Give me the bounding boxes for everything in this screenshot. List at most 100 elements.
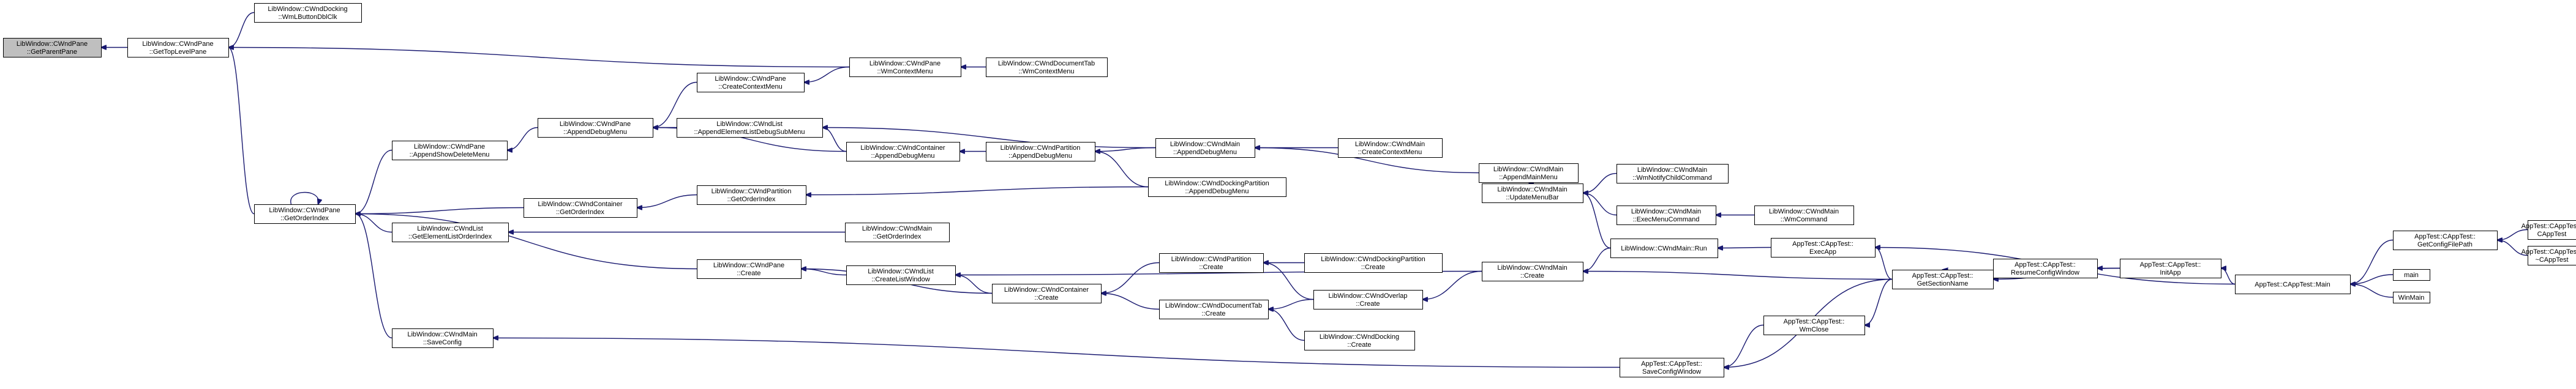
graph-node[interactable]: LibWindow::CWndPane::WmContextMenu: [849, 57, 961, 77]
graph-node-label: ::AppendDebugMenu: [871, 152, 935, 160]
graph-node[interactable]: AppTest::CAppTest::GetSectionName: [1892, 270, 1994, 289]
graph-node[interactable]: LibWindow::CWndDocumentTab::Create: [1159, 300, 1269, 319]
graph-node[interactable]: AppTest::CAppTest::GetConfigFilePath: [2393, 231, 2498, 250]
graph-node[interactable]: LibWindow::CWndMain::AppendDebugMenu: [1155, 138, 1255, 158]
graph-node[interactable]: LibWindow::CWndMain::UpdateMenuBar: [1482, 183, 1583, 203]
graph-node[interactable]: AppTest::CAppTest::~CAppTest: [2522, 246, 2576, 265]
graph-node-label: AppTest::CAppTest::: [2522, 248, 2576, 256]
graph-edge: [228, 12, 255, 48]
node-layer: LibWindow::CWndPane::GetParentPaneLibWin…: [3, 3, 2576, 377]
graph-node[interactable]: LibWindow::CWndPane::GetParentPane: [3, 38, 102, 57]
graph-node[interactable]: LibWindow::CWndDocumentTab::WmContextMen…: [986, 57, 1108, 77]
graph-edge: [1268, 309, 1305, 341]
graph-node[interactable]: LibWindow::CWndPartition::AppendDebugMen…: [986, 142, 1095, 161]
graph-node-box: [1763, 316, 1865, 335]
graph-node[interactable]: LibWindow::CWndPane::GetOrderIndex: [254, 204, 356, 224]
graph-node-label: ::Create: [1520, 272, 1544, 280]
graph-node-label: ::SaveConfig: [423, 339, 462, 346]
graph-node[interactable]: LibWindow::CWndPartition::GetOrderIndex: [697, 185, 806, 205]
graph-node[interactable]: AppTest::CAppTest::CAppTest: [2522, 220, 2576, 240]
graph-node-label: LibWindow::CWndMain: [1631, 208, 1701, 215]
graph-edge: [1875, 248, 1893, 280]
graph-edge: [290, 191, 318, 205]
graph-node-label: LibWindow::CWndMain: [1170, 141, 1240, 148]
graph-node[interactable]: LibWindow::CWndMain::SaveConfig: [392, 328, 494, 348]
graph-edge: [1095, 152, 1149, 188]
graph-edge: [1101, 262, 1160, 294]
graph-node[interactable]: LibWindow::CWndMain::ExecMenuCommand: [1617, 206, 1716, 225]
graph-edge: [2497, 240, 2528, 256]
graph-node[interactable]: LibWindow::CWndDockingPartition::Create: [1304, 253, 1443, 273]
graph-node-label: ::GetTopLevelPane: [149, 48, 207, 56]
graph-node-box: [1304, 331, 1415, 350]
graph-node[interactable]: LibWindow::CWndOverlap::Create: [1313, 290, 1423, 309]
graph-edge: [1583, 172, 1617, 193]
graph-node-label: LibWindow::CWndList: [417, 225, 483, 232]
graph-node[interactable]: LibWindow::CWndContainer::GetOrderIndex: [524, 198, 637, 218]
graph-node[interactable]: LibWindow::CWndMain::AppendMainMenu: [1479, 163, 1579, 183]
graph-node-label: ::WmContextMenu: [1018, 68, 1074, 75]
graph-edge: [1263, 263, 1314, 300]
graph-node[interactable]: AppTest::CAppTest::Main: [2235, 275, 2351, 294]
graph-edge: [822, 128, 847, 152]
graph-node-box: [1313, 290, 1423, 309]
graph-node-label: LibWindow::CWndDocking: [268, 6, 347, 13]
graph-node-label: ::AppendDebugMenu: [1185, 188, 1249, 195]
graph-node-label: LibWindow::CWndPane: [715, 75, 786, 83]
graph-node-label: ::AppendDebugMenu: [563, 128, 627, 136]
graph-edge: [355, 207, 524, 214]
graph-node-box: [697, 259, 802, 279]
graph-node-label: WinMain: [2398, 294, 2425, 302]
graph-node-label: ::UpdateMenuBar: [1506, 194, 1559, 201]
graph-node[interactable]: LibWindow::CWndList::AppendElementListDe…: [677, 118, 823, 138]
graph-node[interactable]: LibWindow::CWndMain::WmNotifyChildComman…: [1617, 164, 1729, 183]
graph-node[interactable]: LibWindow::CWndContainer::AppendDebugMen…: [846, 142, 960, 161]
graph-node-box: [677, 118, 823, 138]
graph-node-label: InitApp: [2160, 269, 2180, 276]
graph-node-label: AppTest::CAppTest::: [1784, 318, 1845, 325]
graph-node[interactable]: LibWindow::CWndPane::GetTopLevelPane: [127, 38, 229, 57]
graph-node[interactable]: AppTest::CAppTest::ExecApp: [1771, 238, 1876, 257]
graph-node-label: ::AppendDebugMenu: [1173, 149, 1237, 156]
graph-node-box: [1479, 163, 1579, 183]
graph-node-label: LibWindow::CWndDockingPartition: [1321, 256, 1425, 263]
graph-node[interactable]: LibWindow::CWndDocking::Create: [1304, 331, 1415, 350]
graph-node[interactable]: LibWindow::CWndMain::Run: [1610, 239, 1718, 258]
graph-node-label: WmClose: [1800, 326, 1829, 333]
graph-node-label: LibWindow::CWndList: [868, 268, 934, 275]
graph-node[interactable]: main: [2393, 269, 2430, 281]
graph-node[interactable]: AppTest::CAppTest::WmClose: [1763, 316, 1865, 335]
graph-node[interactable]: LibWindow::CWndDockingPartition::AppendD…: [1148, 177, 1286, 197]
graph-node-box: [2528, 220, 2576, 240]
graph-node-label: LibWindow::CWndPartition: [1171, 256, 1252, 263]
graph-node[interactable]: AppTest::CAppTest::SaveConfigWindow: [1620, 358, 1724, 377]
graph-node[interactable]: LibWindow::CWndPane::AppendShowDeleteMen…: [392, 141, 508, 160]
graph-node-label: ExecApp: [1809, 248, 1836, 256]
graph-node[interactable]: LibWindow::CWndDocking::WmLButtonDblClk: [254, 3, 362, 23]
graph-node[interactable]: LibWindow::CWndList::CreateListWindow: [846, 265, 956, 285]
graph-node[interactable]: AppTest::CAppTest::InitApp: [2120, 259, 2221, 278]
graph-node-box: [1617, 206, 1716, 225]
graph-node[interactable]: LibWindow::CWndList::GetElementListOrder…: [392, 223, 509, 242]
graph-node[interactable]: LibWindow::CWndMain::CreateContextMenu: [1338, 138, 1443, 158]
graph-node-box: [1159, 300, 1269, 319]
graph-node[interactable]: LibWindow::CWndPartition::Create: [1159, 253, 1264, 273]
graph-node-label: ::Create: [1356, 300, 1380, 308]
graph-node-label: ::WmNotifyChildCommand: [1632, 174, 1712, 182]
graph-edge: [355, 214, 392, 233]
graph-node[interactable]: LibWindow::CWndPane::AppendDebugMenu: [538, 118, 653, 138]
graph-node-label: LibWindow::CWndDocumentTab: [998, 60, 1095, 67]
graph-node[interactable]: AppTest::CAppTest::ResumeConfigWindow: [1993, 259, 2098, 278]
graph-node-label: ::Create: [737, 270, 760, 277]
graph-node[interactable]: LibWindow::CWndMain::WmCommand: [1754, 206, 1854, 225]
graph-node[interactable]: WinMain: [2393, 292, 2430, 303]
graph-edge: [1724, 324, 1764, 368]
graph-node-label: ::CreateContextMenu: [1358, 149, 1422, 156]
graph-node[interactable]: LibWindow::CWndMain::GetOrderIndex: [845, 223, 950, 242]
graph-node[interactable]: LibWindow::CWndPane::CreateContextMenu: [697, 73, 805, 92]
graph-node-box: [127, 38, 229, 57]
graph-node[interactable]: LibWindow::CWndPane::Create: [697, 259, 802, 279]
graph-node[interactable]: LibWindow::CWndMain::Create: [1482, 262, 1583, 281]
graph-node[interactable]: LibWindow::CWndContainer::Create: [992, 284, 1102, 303]
